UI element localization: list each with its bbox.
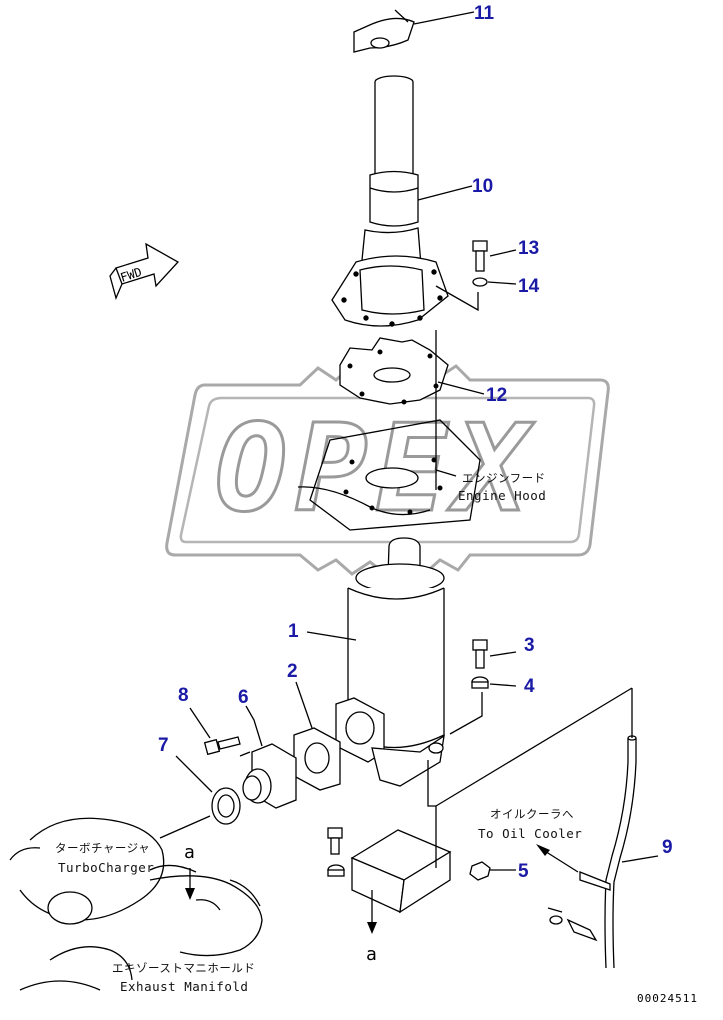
- watermark-text: OPEX: [215, 400, 536, 539]
- callout-5: 5: [518, 861, 529, 882]
- drawing-number: 00024511: [637, 992, 698, 1005]
- mounting-bracket: [327, 827, 452, 914]
- callout-10: 10: [472, 176, 493, 197]
- watermark-gear-outline: [165, 364, 610, 578]
- bolt-13: [472, 240, 488, 272]
- turbocharger-en: TurboCharger: [58, 860, 154, 875]
- watermark-inner-frame: [179, 396, 596, 544]
- callout-13: 13: [518, 238, 539, 259]
- washer-4: [471, 676, 489, 689]
- callout-9: 9: [662, 837, 673, 858]
- bolt-8: [203, 736, 241, 756]
- gasket-plate-12: [339, 337, 449, 405]
- washer-14: [472, 277, 488, 287]
- callout-1: 1: [288, 621, 299, 642]
- callout-6: 6: [238, 687, 249, 708]
- muffler-1: [335, 537, 445, 787]
- watermark: OPEX: [165, 364, 610, 578]
- leader-lines: [159, 11, 659, 934]
- exhaust-manifold-en: Exhaust Manifold: [120, 979, 248, 994]
- adapter-6: [242, 743, 297, 809]
- cap-11: [353, 9, 415, 53]
- gasket-2: [293, 727, 341, 791]
- turbocharger-jp: ターボチャージャ: [55, 841, 150, 855]
- reference-a-top: a: [184, 842, 195, 863]
- turbocharger: [9, 817, 197, 925]
- callout-8: 8: [178, 685, 189, 706]
- reference-labels: エンジンフード Engine Hood ターボチャージャ TurboCharge…: [55, 471, 698, 1005]
- oil-cooler-en: To Oil Cooler: [478, 826, 582, 841]
- gasket-ring-7: [211, 787, 241, 825]
- exhaust-manifold: [19, 875, 263, 991]
- fwd-arrow-icon: FWD: [109, 242, 180, 300]
- engine-hood-plate: [297, 419, 481, 531]
- callout-11: 11: [474, 3, 495, 24]
- callout-12: 12: [486, 385, 507, 406]
- nut-5: [469, 861, 491, 881]
- callouts: 11 10 13 14 12 1 2 3 4 8 6 7 5 9: [158, 3, 673, 882]
- engine-hood-en: Engine Hood: [458, 488, 546, 503]
- fwd-label: FWD: [119, 265, 144, 285]
- exhaust-pipe-10: [331, 75, 449, 327]
- callout-7: 7: [158, 735, 169, 756]
- callout-2: 2: [287, 661, 298, 682]
- callout-14: 14: [518, 276, 540, 297]
- engine-hood-jp: エンジンフード: [462, 471, 546, 485]
- callout-3: 3: [524, 635, 535, 656]
- pipe-9: [549, 735, 637, 969]
- bolt-3: [472, 639, 488, 669]
- oil-cooler-jp: オイルクーラへ: [490, 807, 574, 821]
- reference-a-bottom: a: [366, 944, 377, 965]
- exhaust-manifold-jp: エキゾーストマニホールド: [112, 961, 255, 975]
- callout-4: 4: [524, 676, 535, 697]
